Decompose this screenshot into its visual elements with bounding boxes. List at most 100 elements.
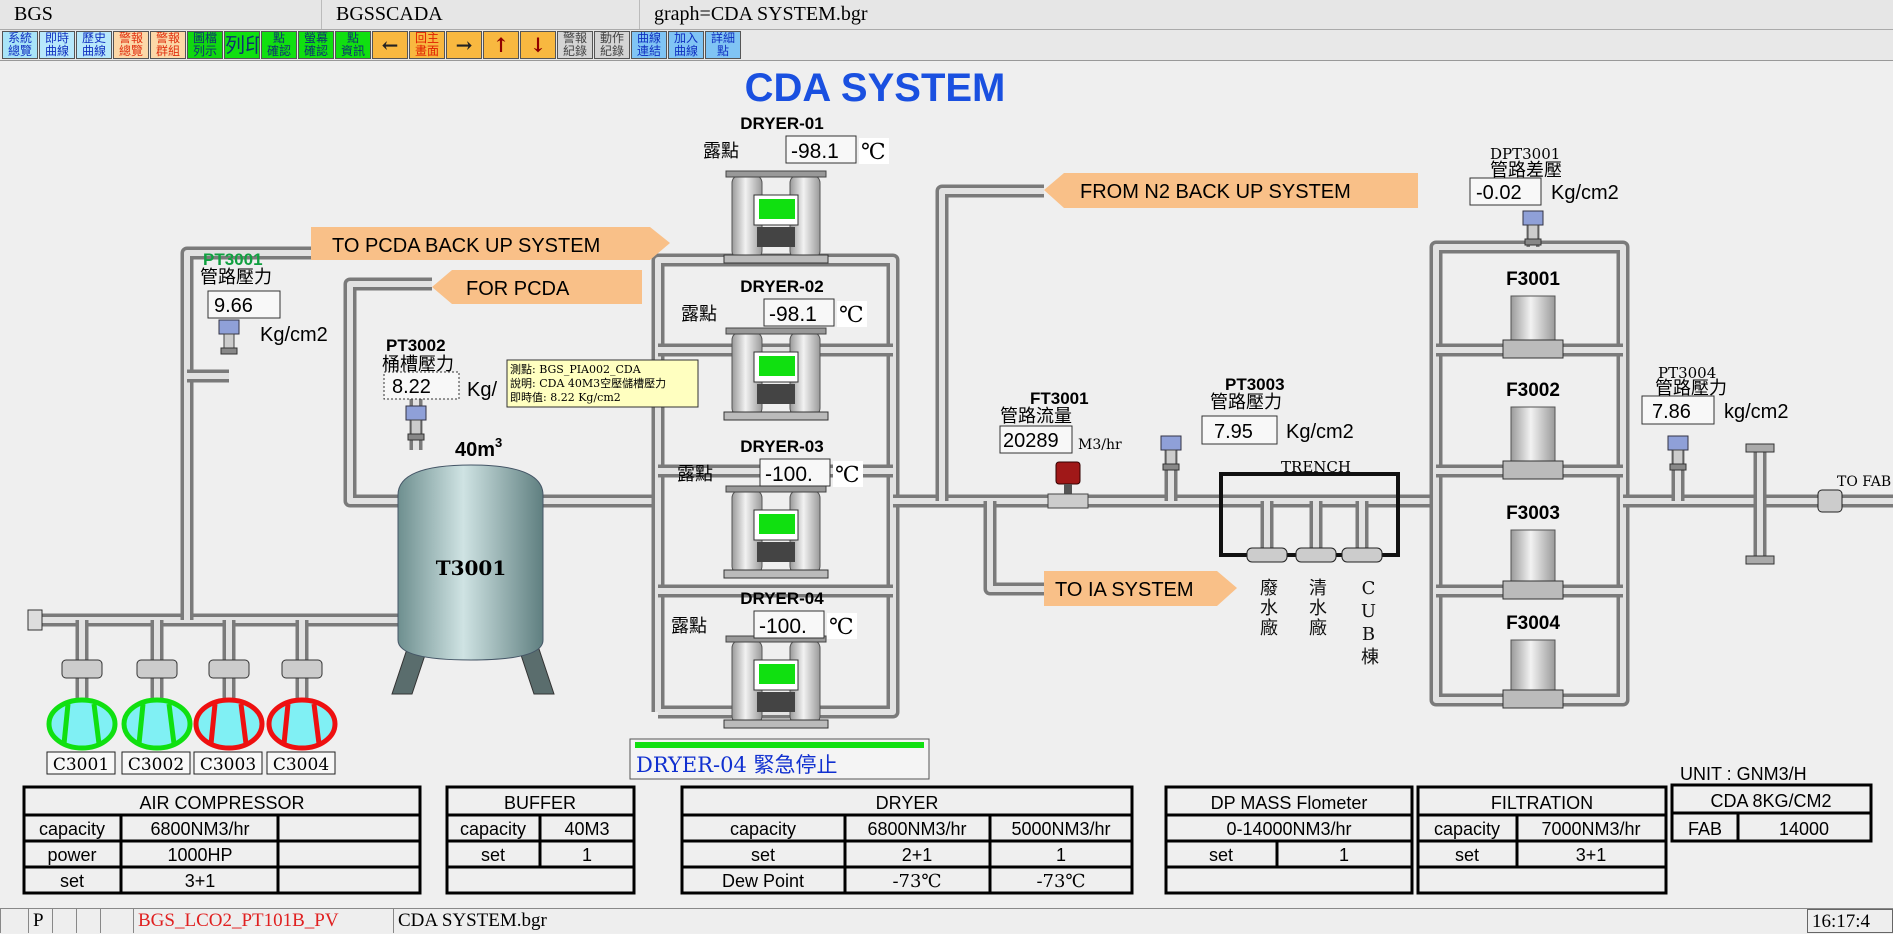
trench-outlet-clean-water: 清水廠 bbox=[1306, 578, 1327, 638]
toolbar-button-7[interactable]: 點 確認 bbox=[261, 31, 297, 59]
filter-f3004[interactable]: F3004 bbox=[1502, 613, 1564, 709]
pt3004-readout[interactable]: PT3004 管路壓力 7.86 kg/cm2 bbox=[1641, 364, 1788, 425]
toolbar-button-18[interactable]: 加入 曲線 bbox=[668, 31, 704, 59]
table-cell: 1 bbox=[582, 845, 592, 865]
table-cell: capacity bbox=[1434, 819, 1500, 839]
table-cell: 3+1 bbox=[1576, 845, 1607, 865]
dew-point-label: 露點 bbox=[681, 304, 717, 325]
desc-label: 桶槽壓力 bbox=[382, 354, 454, 375]
dew-point-value: -98.1 bbox=[791, 140, 839, 163]
pipe bbox=[1433, 244, 1626, 703]
arrow-label: FROM N2 BACK UP SYSTEM bbox=[1080, 181, 1351, 203]
table-cell: CDA 8KG/CM2 bbox=[1710, 791, 1831, 811]
filter-f3003[interactable]: F3003 bbox=[1502, 503, 1564, 600]
arrow-for-pcda: FOR PCDA bbox=[432, 270, 642, 304]
pt3003-readout[interactable]: PT3003 管路壓力 7.95 Kg/cm2 bbox=[1201, 375, 1354, 445]
tank-t3001[interactable] bbox=[391, 464, 555, 695]
dryer-name: DRYER-02 bbox=[740, 277, 823, 296]
status-flag: P bbox=[28, 909, 52, 933]
dryer-04-emergency-stop-button[interactable]: DRYER-04 緊急停止 bbox=[629, 738, 930, 780]
pt3001-transmitter-icon[interactable] bbox=[218, 319, 240, 355]
compressor-c3001[interactable]: C3001 bbox=[46, 659, 118, 775]
fab-valve-icon[interactable] bbox=[1817, 489, 1843, 513]
compressor-c3002[interactable]: C3002 bbox=[121, 659, 193, 775]
arrow-left-button[interactable]: ← bbox=[372, 31, 408, 59]
pipes bbox=[36, 184, 1893, 719]
compressor-c3003[interactable]: C3003 bbox=[193, 659, 265, 775]
value: 8.22 bbox=[392, 376, 431, 398]
unit: Kg/cm2 bbox=[1551, 182, 1619, 204]
toolbar-button-17[interactable]: 曲線 連結 bbox=[631, 31, 667, 59]
dryer-status-screen bbox=[759, 514, 795, 534]
trench-label: TRENCH bbox=[1281, 458, 1351, 476]
pt3004-transmitter-icon[interactable] bbox=[1667, 435, 1689, 471]
toolbar-button-19[interactable]: 詳細 點 bbox=[705, 31, 741, 59]
tag-label: PT3004 bbox=[1658, 364, 1716, 382]
flange-icon bbox=[1745, 555, 1775, 565]
toolbar-button-6[interactable]: 列印 bbox=[224, 31, 260, 59]
compressor-status-icon bbox=[193, 697, 265, 751]
toolbar-button-3[interactable]: 警報 總覽 bbox=[113, 31, 149, 59]
status-cell bbox=[100, 909, 133, 933]
dpt3001-transmitter-icon[interactable] bbox=[1522, 210, 1544, 246]
compressor-label: C3002 bbox=[128, 755, 184, 775]
filter-label: F3003 bbox=[1506, 503, 1560, 524]
toolbar-button-8[interactable]: 螢幕 確認 bbox=[298, 31, 334, 59]
desc-label: 管路壓力 bbox=[200, 267, 272, 288]
trench-outlet-waste-water: 廢水廠 bbox=[1257, 578, 1278, 638]
tag-label: FT3001 bbox=[1030, 389, 1089, 408]
pt3001-readout[interactable]: PT3001 管路壓力 9.66 Kg/cm2 bbox=[200, 250, 328, 346]
arrow-right-button[interactable]: → bbox=[446, 31, 482, 59]
tag-label: PT3003 bbox=[1225, 375, 1285, 394]
arrow-down-button[interactable]: ↓ bbox=[520, 31, 556, 59]
status-bar: P BGS_LCO2_PT101B_PV CDA SYSTEM.bgr 16:1… bbox=[0, 908, 1893, 933]
arrow-up-button[interactable]: ↑ bbox=[483, 31, 519, 59]
dew-point-value: -98.1 bbox=[769, 303, 817, 326]
table-cell: set bbox=[751, 845, 775, 865]
dryer-2[interactable]: DRYER-02 露點 -98.1 ℃ bbox=[681, 277, 867, 421]
filter-f3002[interactable]: F3002 bbox=[1502, 380, 1564, 480]
status-file: CDA SYSTEM.bgr bbox=[393, 909, 1807, 933]
trench-outlet-cub: CUB棟 bbox=[1358, 578, 1379, 667]
ft3001-flowmeter-icon[interactable] bbox=[1047, 461, 1089, 509]
arrow-to-pcda-backup: TO PCDA BACK UP SYSTEM bbox=[311, 227, 670, 260]
pt3002-readout[interactable]: PT3002 桶槽壓力 8.22 Kg/ bbox=[382, 336, 497, 401]
filter-label: F3002 bbox=[1506, 380, 1560, 401]
toolbar-button-1[interactable]: 即時 曲線 bbox=[39, 31, 75, 59]
toolbar-button-0[interactable]: 系統 總覽 bbox=[2, 31, 38, 59]
toolbar-button-2[interactable]: 歷史 曲線 bbox=[76, 31, 112, 59]
value: 7.86 bbox=[1652, 401, 1691, 423]
compressor-c3004[interactable]: C3004 bbox=[266, 659, 338, 775]
table-cell: power bbox=[47, 845, 96, 865]
system-name: BGSSCADA bbox=[322, 0, 640, 29]
ft3001-readout[interactable]: FT3001 管路流量 20289 M3/hr bbox=[999, 389, 1122, 454]
toolbar-button-5[interactable]: 圖檔 列示 bbox=[187, 31, 223, 59]
table-cell: Dew Point bbox=[722, 871, 804, 891]
filter-f3001[interactable]: F3001 bbox=[1502, 269, 1564, 359]
toolbar-button-4[interactable]: 警報 群組 bbox=[150, 31, 186, 59]
pt3003-transmitter-icon[interactable] bbox=[1160, 435, 1182, 471]
end-cap-icon bbox=[27, 609, 43, 631]
toolbar-button-9[interactable]: 點 資訊 bbox=[335, 31, 371, 59]
drain-valve-icon bbox=[1246, 547, 1288, 563]
table-cell: set bbox=[1209, 845, 1233, 865]
graph-name: graph=CDA SYSTEM.bgr bbox=[654, 3, 868, 25]
table-cell: set bbox=[1455, 845, 1479, 865]
pt3002-transmitter-icon[interactable] bbox=[405, 405, 427, 441]
value: 7.95 bbox=[1214, 421, 1253, 443]
toolbar-button-11[interactable]: 回主 畫面 bbox=[409, 31, 445, 59]
toolbar-button-16[interactable]: 動作 紀錄 bbox=[594, 31, 630, 59]
tooltip: 測點: BGS_PIA002_CDA 說明: CDA 40M3空壓儲槽壓力 即時… bbox=[506, 359, 699, 408]
arrow-label: TO IA SYSTEM bbox=[1055, 579, 1194, 601]
unit: kg/cm2 bbox=[1724, 401, 1788, 423]
table-cell: 7000NM3/hr bbox=[1541, 819, 1640, 839]
toolbar-button-15[interactable]: 警報 紀錄 bbox=[557, 31, 593, 59]
unit: ℃ bbox=[839, 303, 864, 328]
dpt3001-readout[interactable]: DPT3001 管路差壓 -0.02 Kg/cm2 bbox=[1469, 145, 1619, 206]
